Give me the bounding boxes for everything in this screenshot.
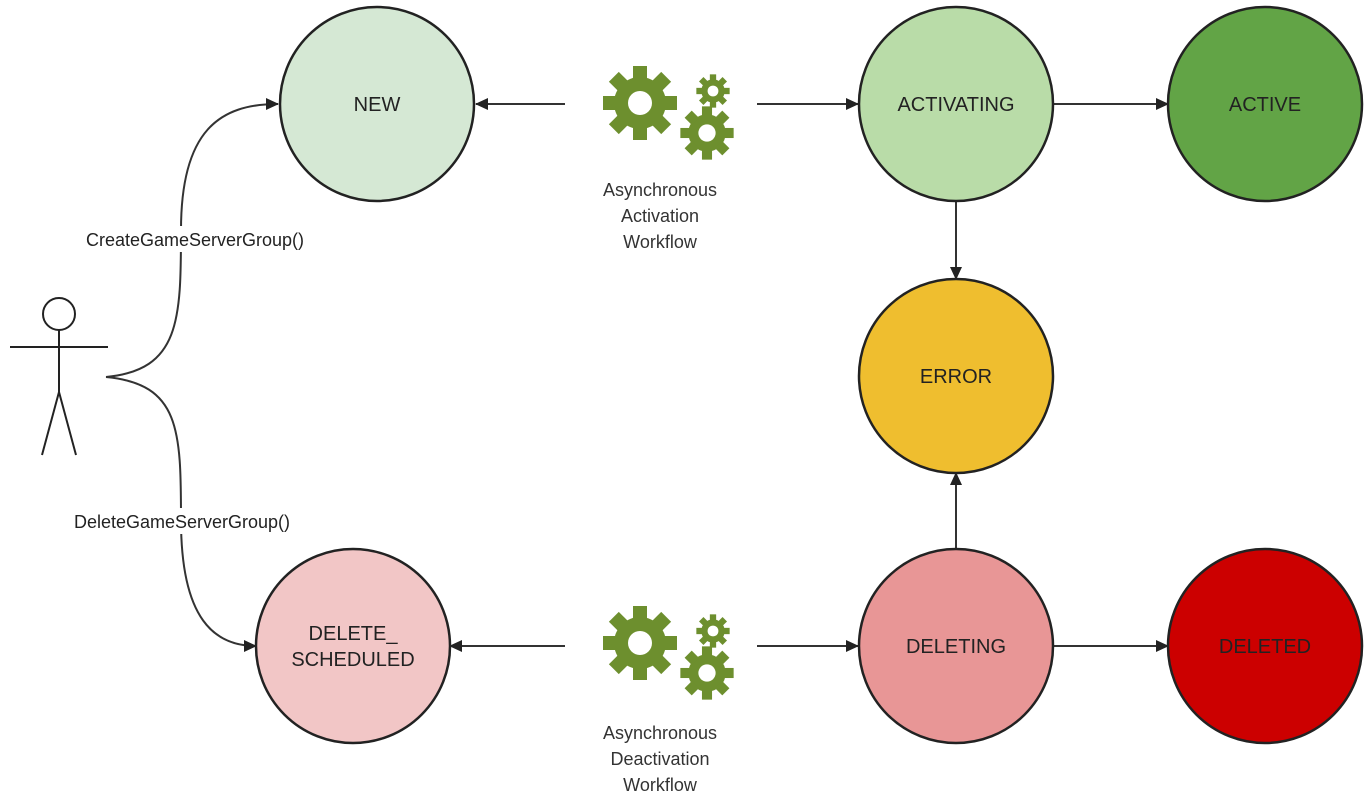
state-error: ERROR [857,277,1055,475]
activation-workflow-line2: Activation [621,206,699,226]
gears-icon [603,606,734,700]
state-delete-scheduled: DELETE_ SCHEDULED [254,547,452,745]
gears-icon [603,66,734,160]
state-new: NEW [278,5,476,203]
activation-workflow: Asynchronous Activation Workflow [603,66,734,252]
state-delete-scheduled-circle [254,547,452,745]
state-active: ACTIVE [1166,5,1364,203]
state-delete-scheduled-label-line1: DELETE_ [309,623,399,645]
create-action-label: CreateGameServerGroup() [86,230,304,250]
state-error-label: ERROR [920,366,992,388]
delete-action-label: DeleteGameServerGroup() [74,512,290,532]
state-delete-scheduled-label-line2: SCHEDULED [291,649,414,671]
state-active-label: ACTIVE [1229,94,1301,116]
activation-workflow-line3: Workflow [623,232,698,252]
state-deleted-circle [1166,547,1364,745]
state-new-label: NEW [354,94,401,116]
deactivation-workflow-line3: Workflow [623,775,698,795]
state-deleting-circle [857,547,1055,745]
state-activating-circle [857,5,1055,203]
stick-figure-icon [10,297,108,456]
state-active-circle [1166,5,1364,203]
state-deleted: DELETED [1166,547,1364,745]
state-deleting: DELETING [857,547,1055,745]
deactivation-workflow-line2: Deactivation [610,749,709,769]
state-deleting-label: DELETING [906,636,1006,658]
deactivation-workflow-line1: Asynchronous [603,723,717,743]
state-activating: ACTIVATING [857,5,1055,203]
deactivation-workflow: Asynchronous Deactivation Workflow [603,606,734,795]
state-deleted-label: DELETED [1219,636,1311,658]
state-new-circle [278,5,476,203]
state-activating-label: ACTIVATING [897,94,1014,116]
activation-workflow-line1: Asynchronous [603,180,717,200]
state-error-circle [857,277,1055,475]
